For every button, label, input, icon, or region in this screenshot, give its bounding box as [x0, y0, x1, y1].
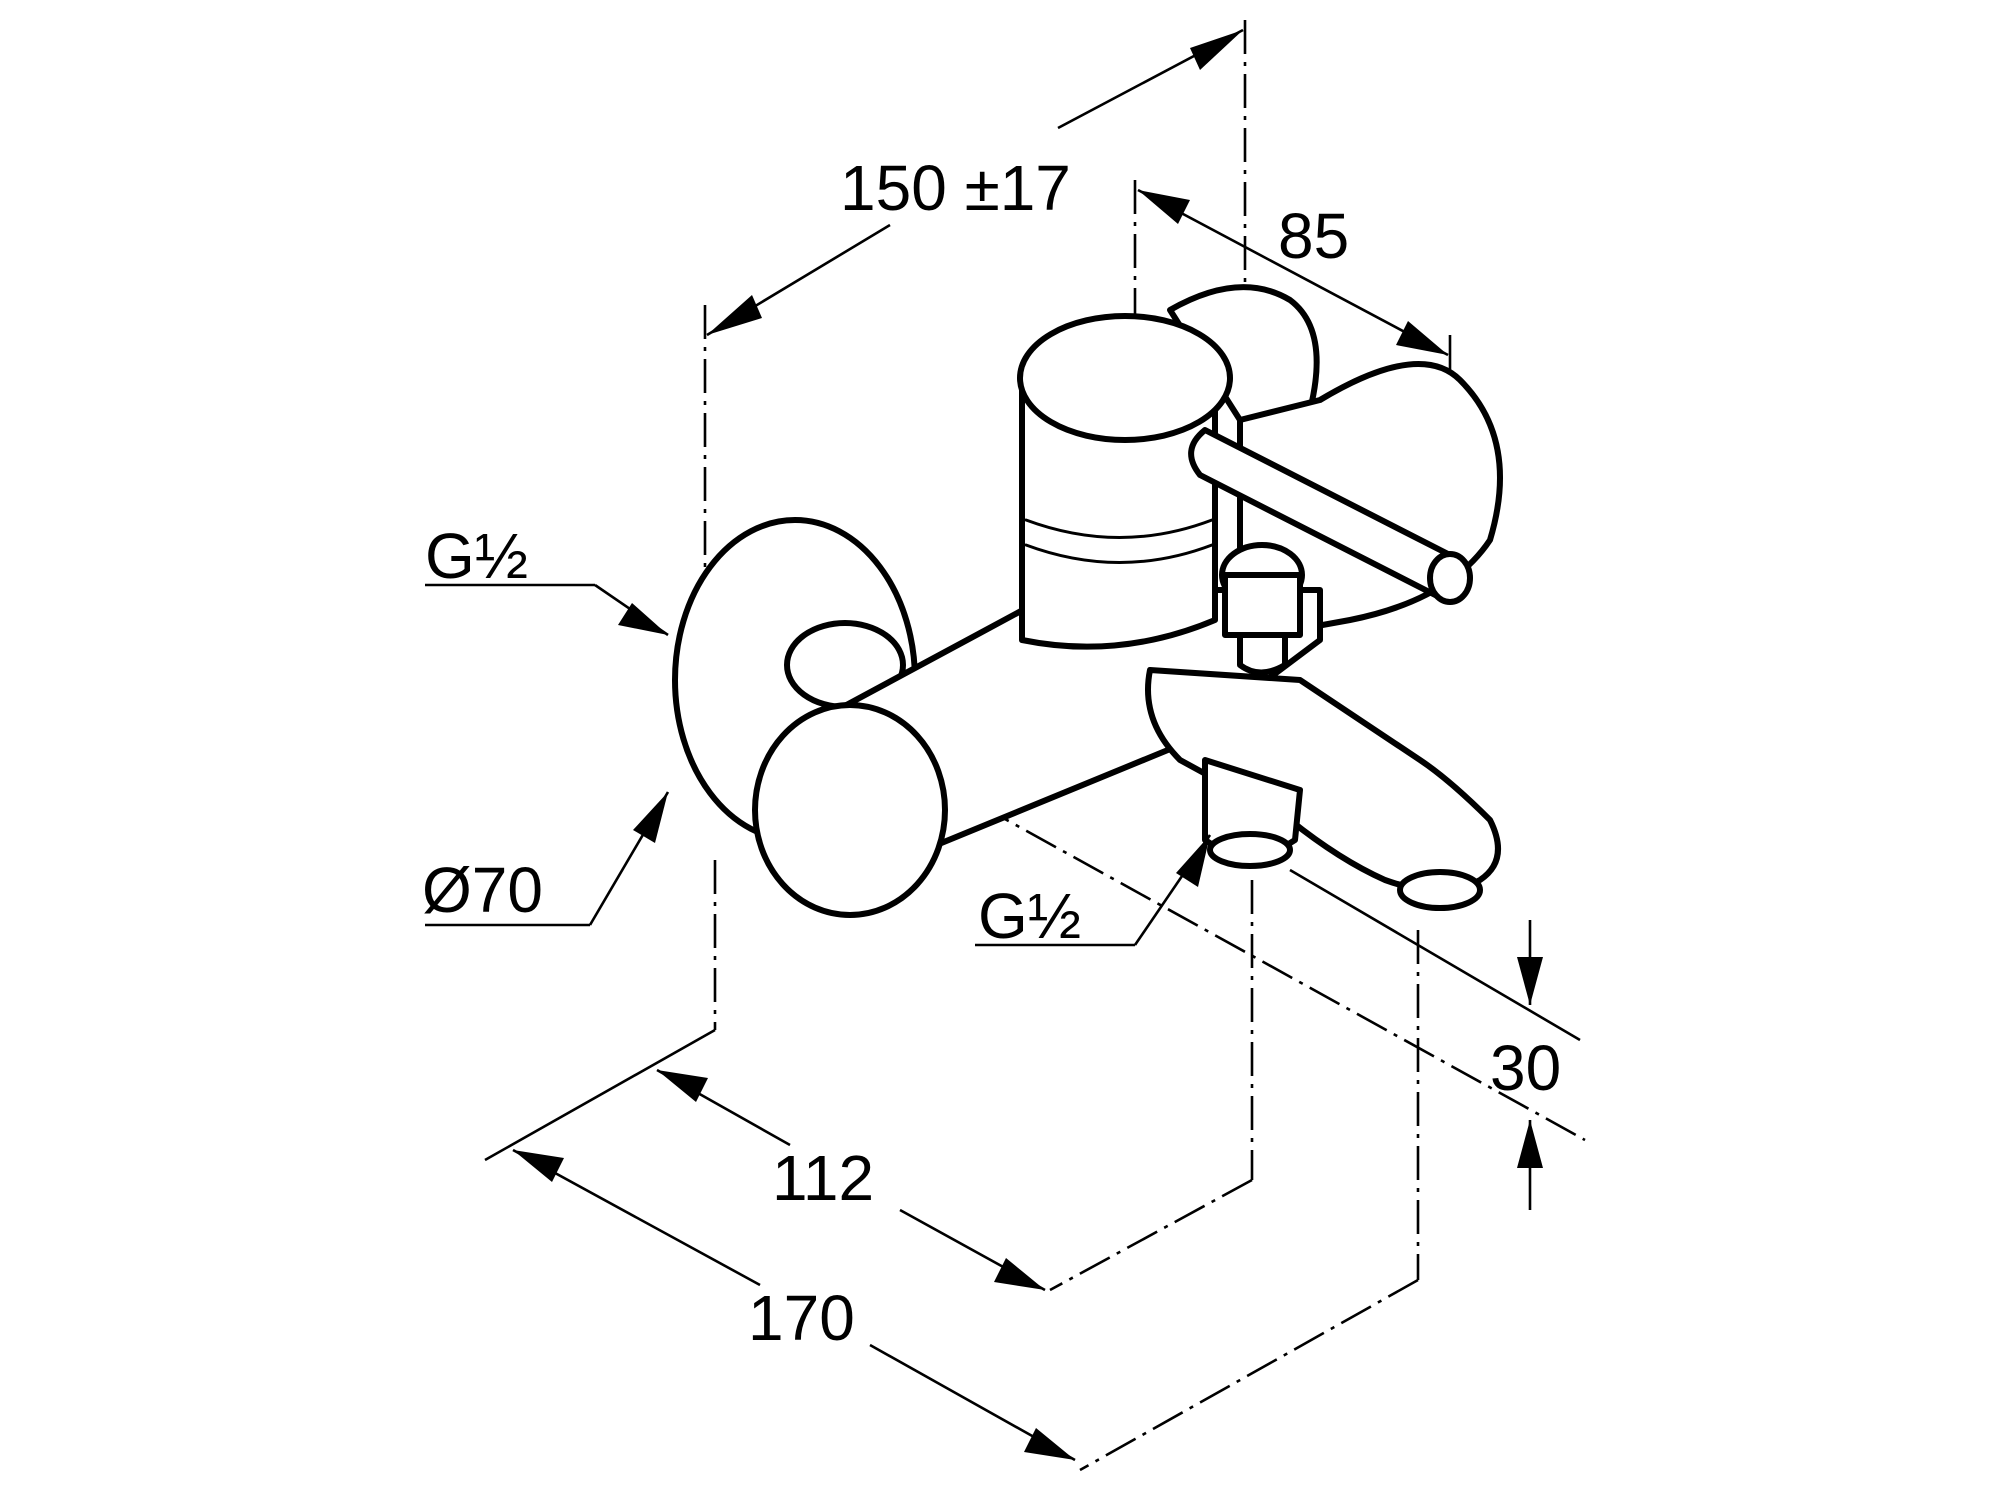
- dim-depth-spout: 170: [748, 1282, 855, 1354]
- dimension-labels: 150 ±17 85 G½ Ø70 G½ 30 112 170: [422, 152, 1561, 1354]
- front-cap: [752, 702, 948, 918]
- cartridge-top: [1017, 313, 1233, 443]
- dim-inlet-thread: G½: [425, 520, 528, 592]
- dimension-lines: [425, 28, 1543, 1462]
- dim-rosette-diameter: Ø70: [422, 854, 543, 926]
- dim-outlet-thread: G½: [978, 880, 1081, 952]
- dim-width-range: 150 ±17: [840, 152, 1071, 224]
- dim-outlet-height: 30: [1490, 1032, 1561, 1104]
- faucet-body: [672, 284, 1503, 918]
- dim-depth-outlet: 112: [772, 1142, 874, 1214]
- dim-lever-depth: 85: [1278, 200, 1349, 272]
